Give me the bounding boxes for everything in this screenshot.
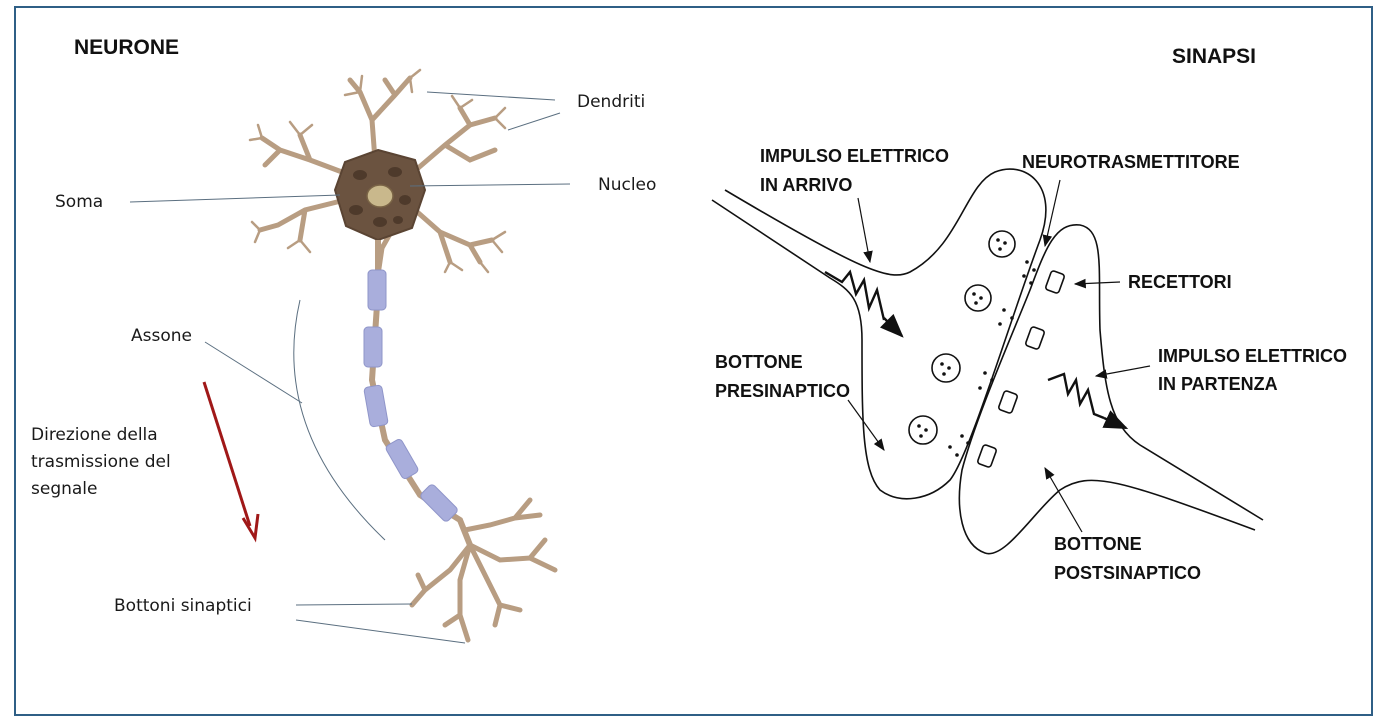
direction-arrow — [204, 382, 258, 538]
label-postsinaptico-1: BOTTONE — [1054, 534, 1142, 554]
label-impulso-partenza-1: IMPULSO ELETTRICO — [1158, 346, 1347, 366]
axon-terminals — [412, 500, 555, 640]
label-impulso-partenza-2: IN PARTENZA — [1158, 374, 1278, 394]
impulse-outgoing — [1048, 374, 1104, 418]
label-neurotrasmettitore: NEUROTRASMETTITORE — [1022, 152, 1240, 172]
label-postsinaptico-2: POSTSINAPTICO — [1054, 563, 1201, 583]
impulse-incoming-arrow — [884, 318, 902, 336]
label-direzione-1: Direzione della — [31, 425, 158, 445]
label-impulso-arrivo-2: IN ARRIVO — [760, 175, 852, 195]
neuron-title: NEURONE — [74, 36, 179, 59]
label-presinaptico-1: BOTTONE — [715, 352, 803, 372]
axon — [372, 240, 470, 545]
label-soma: Soma — [55, 192, 103, 212]
nucleus — [367, 185, 393, 207]
label-dendriti: Dendriti — [577, 92, 645, 112]
impulse-incoming — [825, 272, 884, 320]
impulse-outgoing-arrow — [1104, 418, 1126, 428]
synapse-title: SINAPSI — [1172, 45, 1256, 68]
label-presinaptico-2: PRESINAPTICO — [715, 381, 850, 401]
label-impulso-arrivo-1: IMPULSO ELETTRICO — [760, 146, 949, 166]
label-bottoni-sinaptici: Bottoni sinaptici — [114, 596, 252, 616]
neuron-illustration — [250, 70, 555, 640]
label-recettori: RECETTORI — [1128, 272, 1232, 292]
label-direzione-3: segnale — [31, 479, 97, 499]
label-assone: Assone — [131, 326, 192, 346]
label-direzione-2: trasmissione del — [31, 452, 171, 472]
label-nucleo: Nucleo — [598, 175, 656, 195]
